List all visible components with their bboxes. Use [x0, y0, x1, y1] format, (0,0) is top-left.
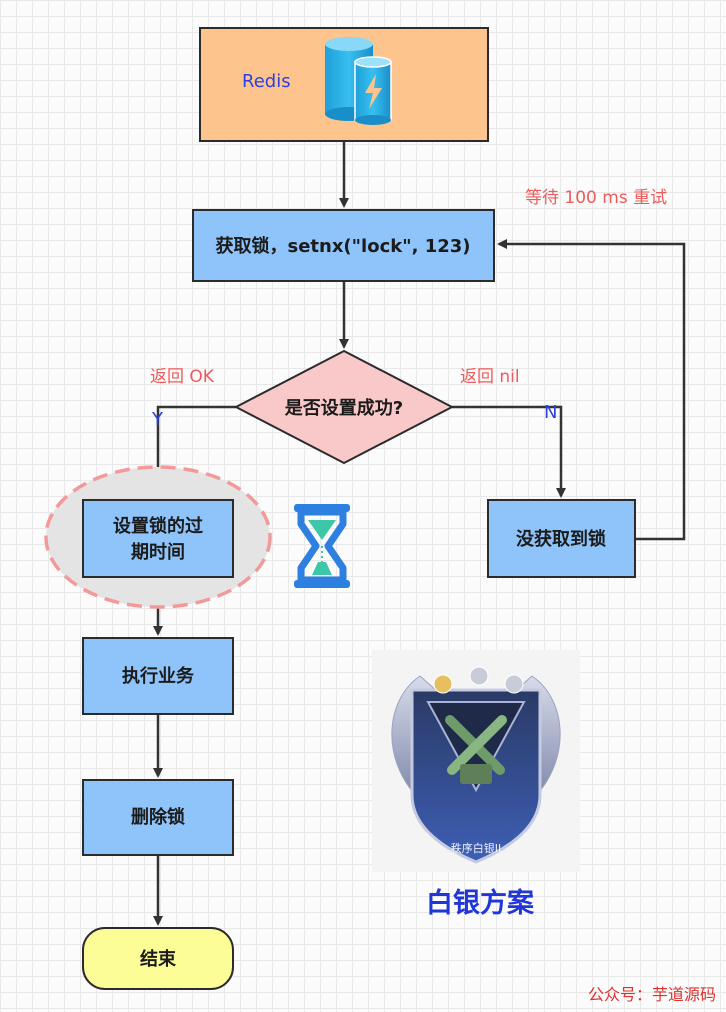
retry-label: 等待 100 ms 重试 — [525, 188, 667, 208]
set-expire-label-line2: 期时间 — [131, 542, 185, 563]
not-acquired-node: 没获取到锁 — [487, 499, 636, 578]
execute-label: 执行业务 — [122, 665, 195, 687]
hourglass-icon — [294, 504, 350, 588]
no-label: N — [544, 402, 557, 423]
return-nil-label: 返回 nil — [460, 367, 520, 387]
end-node: 结束 — [82, 927, 234, 990]
end-label: 结束 — [140, 948, 177, 970]
silver-rank-badge: 秩序白银II — [372, 650, 580, 872]
set-expire-label-line1: 设置锁的过 — [113, 515, 203, 537]
redis-node: Redis — [199, 27, 489, 142]
redis-label: Redis — [242, 71, 291, 92]
delete-lock-node: 删除锁 — [82, 779, 234, 856]
acquire-lock-node: 获取锁，setnx("lock", 123) — [192, 209, 495, 282]
connectors — [153, 141, 686, 926]
acquire-lock-label: 获取锁，setnx("lock", 123) — [215, 235, 470, 257]
execute-node: 执行业务 — [82, 637, 234, 715]
decision-label: 是否设置成功? — [284, 397, 403, 419]
return-ok-label: 返回 OK — [150, 367, 215, 387]
redis-database-icon — [325, 37, 392, 125]
decision-node: 是否设置成功? — [233, 349, 455, 465]
yes-label: Y — [151, 409, 164, 430]
badge-inscription: 秩序白银II — [451, 841, 502, 855]
badge-caption: 白银方案 — [426, 887, 535, 919]
set-expire-node: 设置锁的过 期时间 — [82, 499, 234, 578]
watermark: 公众号：芋道源码 — [588, 985, 716, 1004]
not-acquired-label: 没获取到锁 — [516, 528, 606, 550]
delete-lock-label: 删除锁 — [131, 806, 185, 828]
